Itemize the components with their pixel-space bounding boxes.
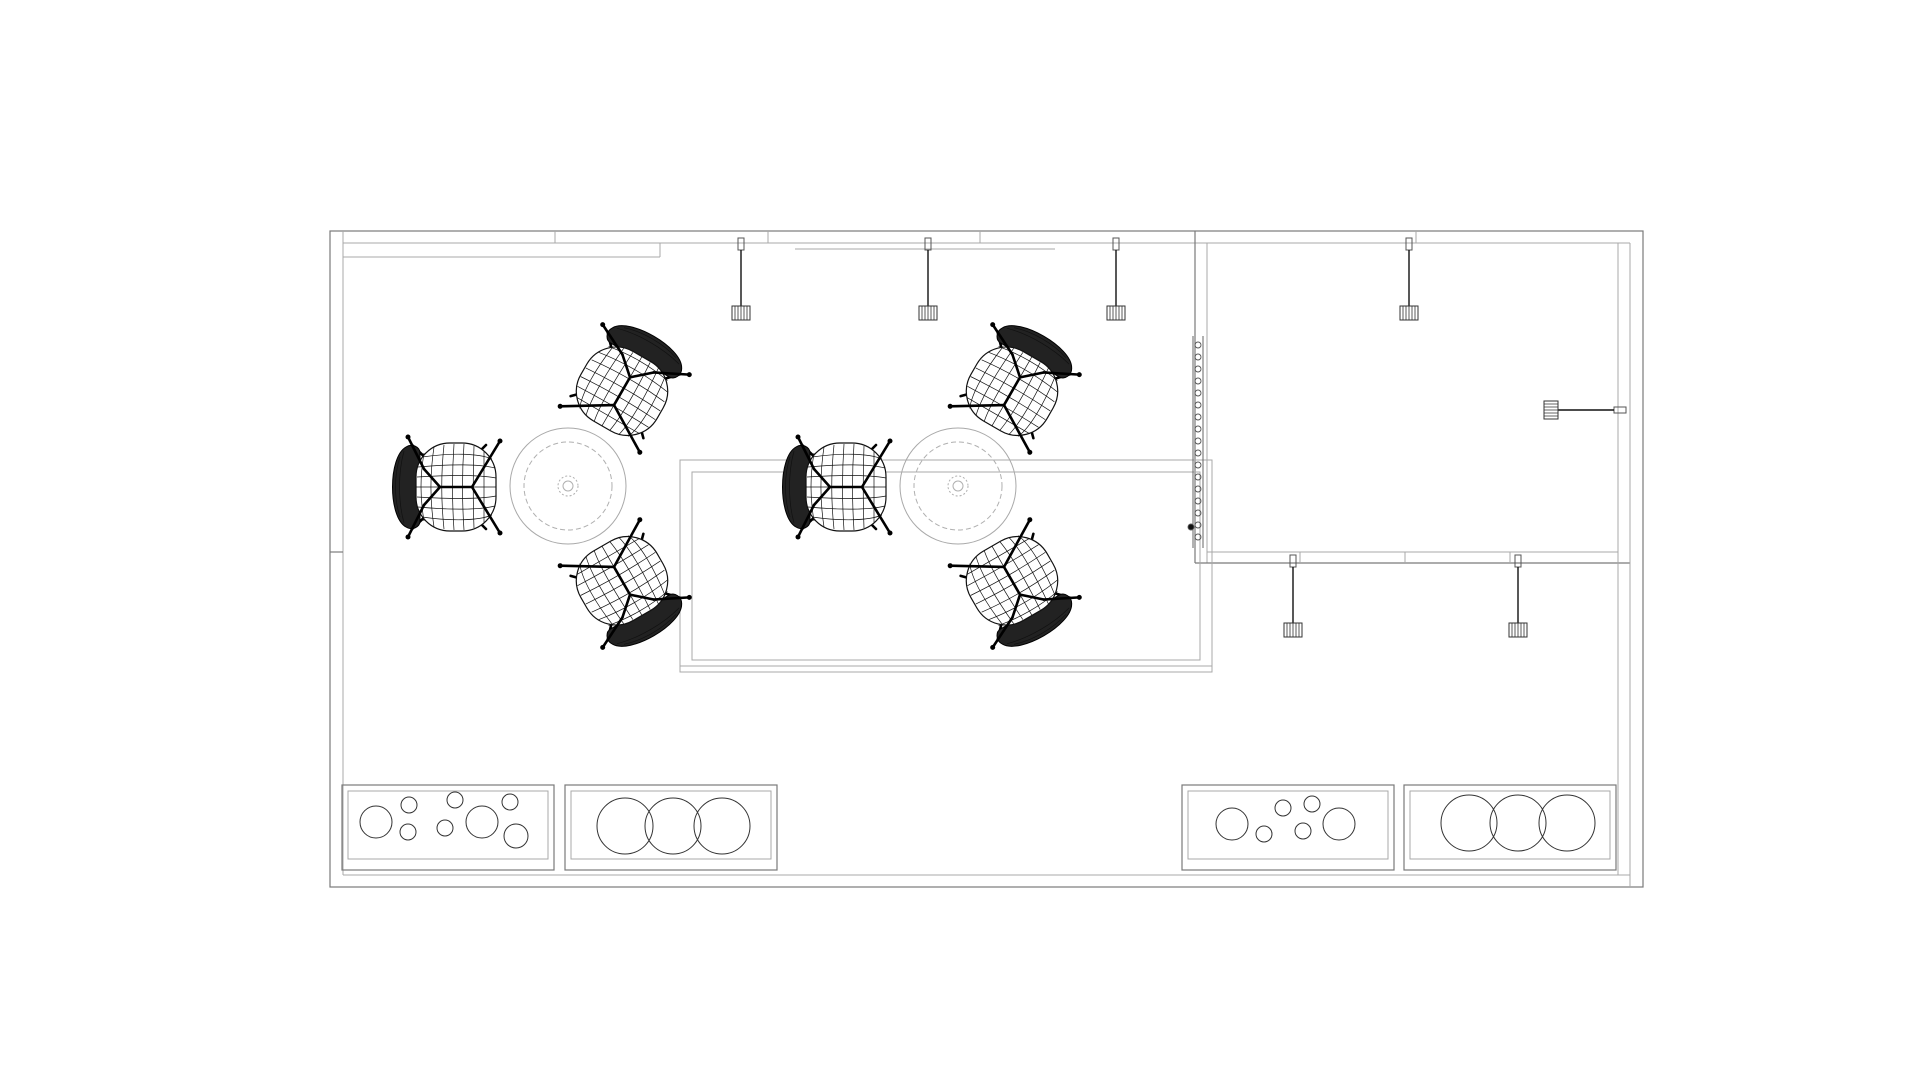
lounge-chair [391, 433, 504, 541]
pendant-light-5 [1543, 400, 1627, 420]
pendant-light-7 [1508, 554, 1528, 638]
round-table [899, 427, 1017, 545]
pendant-light-1 [731, 237, 751, 321]
lounge-chair [781, 433, 894, 541]
lounge-chair [551, 308, 701, 460]
round-table [509, 427, 627, 545]
lounge-group-left [391, 308, 701, 664]
lounge-chair [941, 512, 1091, 664]
pendant-light-2 [918, 237, 938, 321]
pendant-light-6 [1283, 554, 1303, 638]
lounge-chair [941, 308, 1091, 460]
lounge-chair [551, 512, 701, 664]
lounge-group-center [781, 308, 1091, 664]
display-cabinet-left-large [564, 784, 778, 871]
pendant-light-3 [1106, 237, 1126, 321]
display-cabinet-right-large [1403, 784, 1617, 871]
pendant-light-4 [1399, 237, 1419, 321]
room-walls [329, 230, 1644, 888]
display-cabinet-left-small [341, 784, 555, 871]
bead-curtain [1187, 336, 1204, 548]
display-cabinet-right-small [1181, 784, 1395, 871]
